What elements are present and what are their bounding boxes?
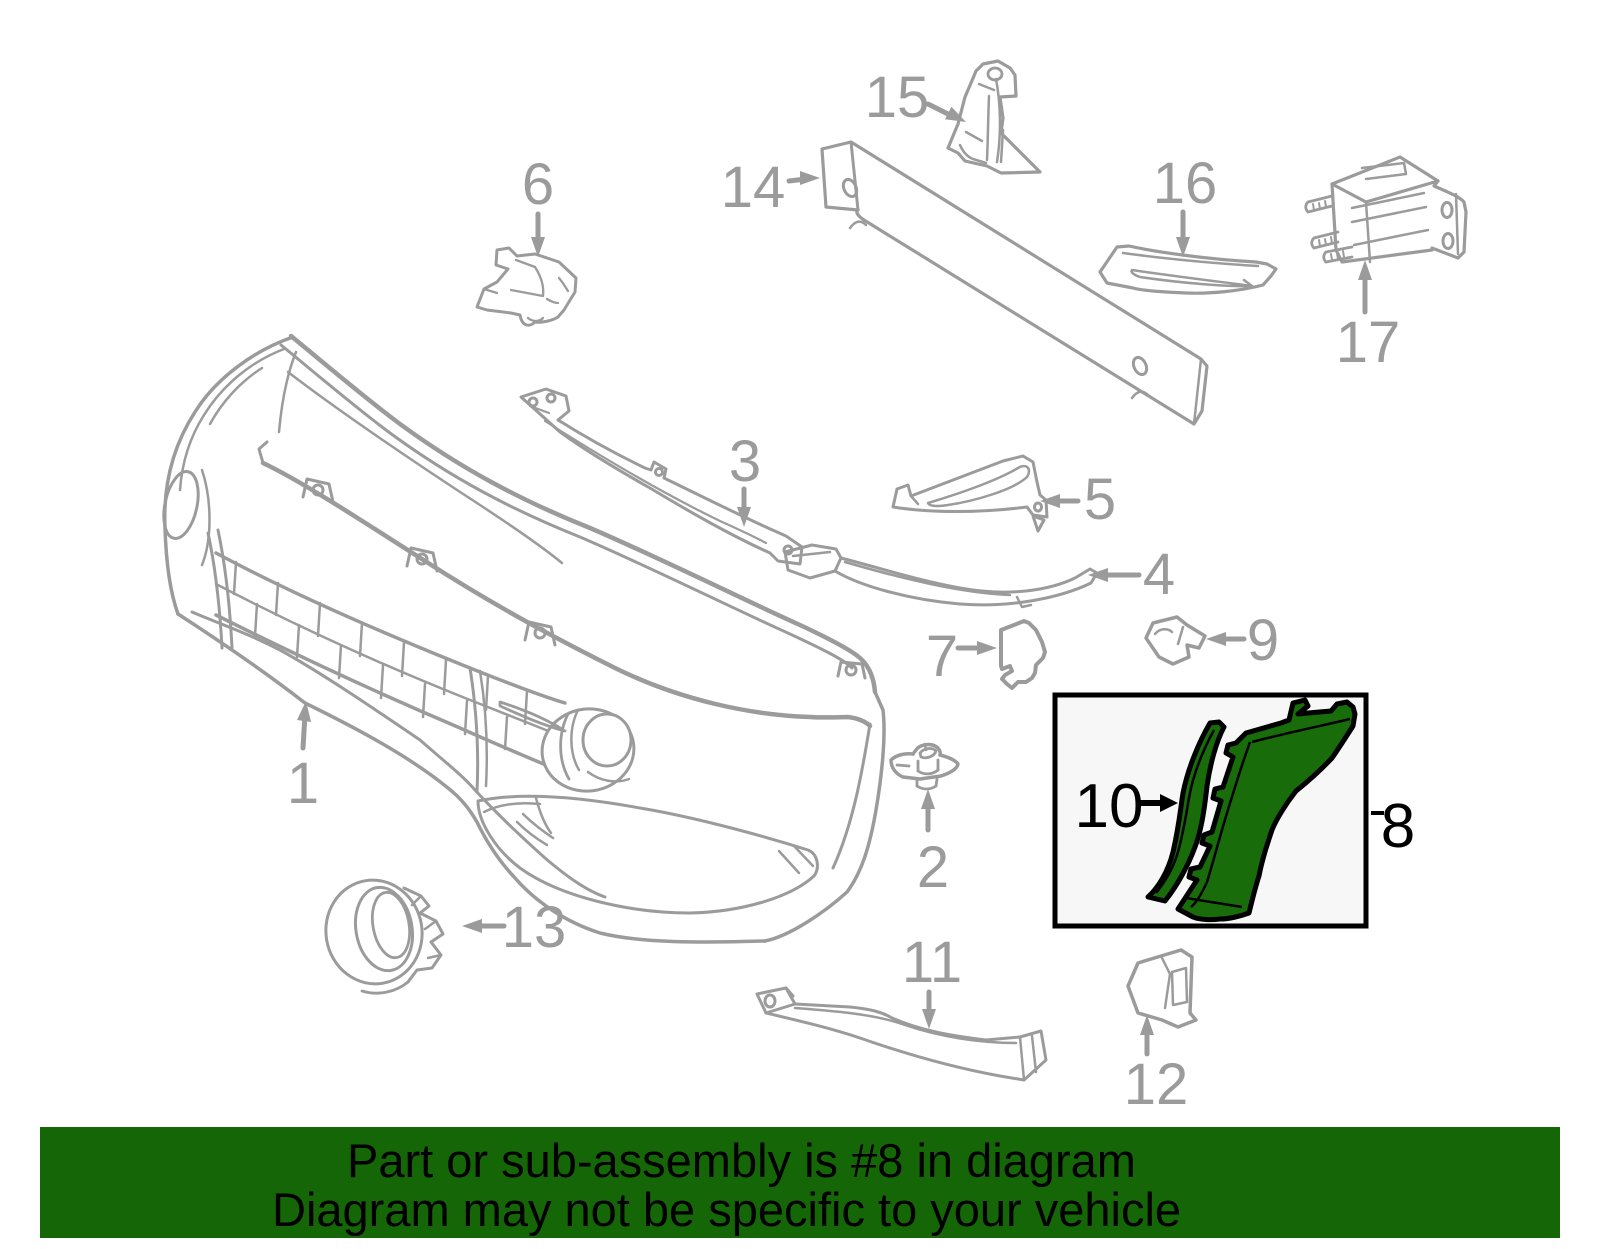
- svg-text:7: 7: [926, 624, 958, 689]
- svg-text:Part or sub-assembly is #8 in: Part or sub-assembly is #8 in diagram: [347, 1134, 1136, 1187]
- svg-text:13: 13: [502, 895, 567, 960]
- svg-text:17: 17: [1336, 310, 1401, 375]
- svg-text:9: 9: [1247, 608, 1279, 673]
- svg-text:10: 10: [1075, 772, 1144, 841]
- svg-text:15: 15: [865, 65, 930, 130]
- svg-text:Diagram may not be specific to: Diagram may not be specific to your vehi…: [272, 1183, 1181, 1236]
- svg-text:16: 16: [1153, 151, 1218, 216]
- svg-text:14: 14: [721, 155, 786, 220]
- svg-text:12: 12: [1124, 1052, 1189, 1117]
- svg-text:3: 3: [729, 429, 761, 494]
- svg-text:11: 11: [902, 930, 962, 995]
- svg-text:5: 5: [1084, 467, 1116, 532]
- svg-text:6: 6: [522, 152, 554, 217]
- svg-text:1: 1: [287, 751, 319, 816]
- svg-text:2: 2: [917, 835, 949, 900]
- svg-text:4: 4: [1143, 542, 1175, 607]
- svg-text:8: 8: [1381, 792, 1415, 861]
